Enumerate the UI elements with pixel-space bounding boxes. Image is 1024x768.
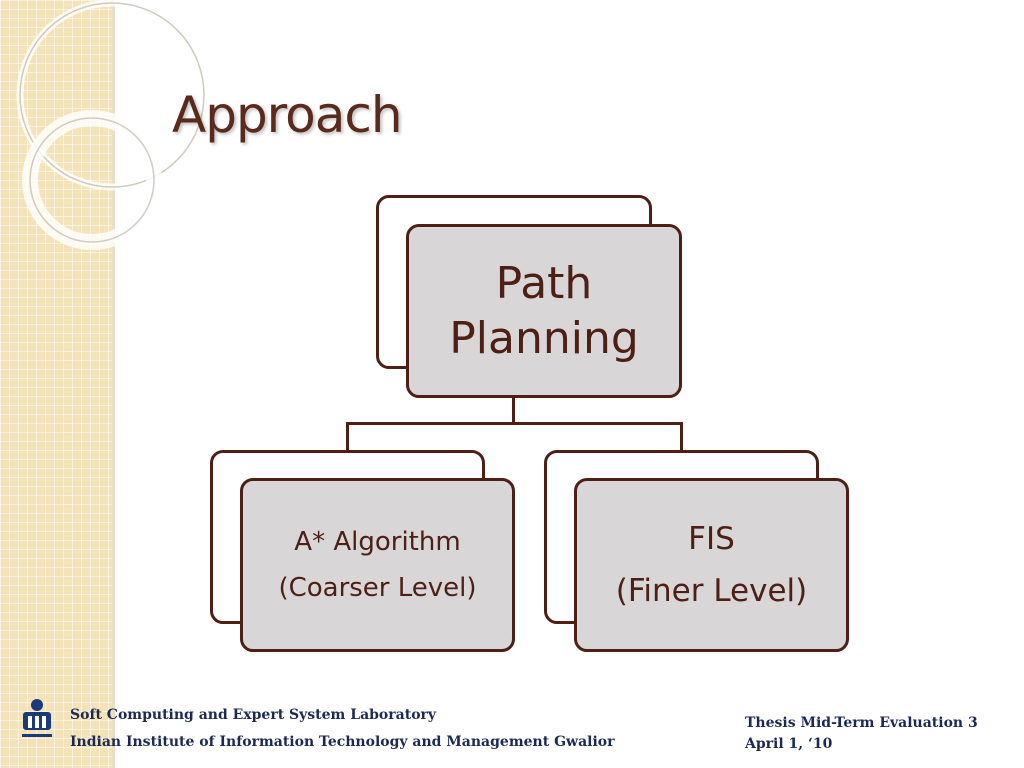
child-fis-line-2: (Finer Level) <box>615 573 808 609</box>
footer-event: Thesis Mid-Term Evaluation 3 <box>745 715 978 731</box>
footer-date: April 1, ‘10 <box>745 736 833 752</box>
connector-left-down <box>346 422 349 451</box>
child-node-a-star: A* Algorithm (Coarser Level) <box>240 478 515 652</box>
connector-right-down <box>680 422 683 451</box>
decorative-side-band <box>0 0 112 768</box>
footer-lab: Soft Computing and Expert System Laborat… <box>70 707 437 723</box>
child-node-fis: FIS (Finer Level) <box>574 478 849 652</box>
connector-root-down <box>512 398 515 424</box>
footer-institute: Indian Institute of Information Technolo… <box>70 734 615 750</box>
child-a-star-line-1: A* Algorithm <box>294 527 461 557</box>
slide-title: Approach <box>172 86 403 144</box>
root-node-line-1: Path <box>495 258 593 309</box>
root-node-line-2: Planning <box>449 313 639 364</box>
child-a-star-line-2: (Coarser Level) <box>278 573 477 603</box>
band-edge <box>112 0 115 768</box>
child-fis-line-1: FIS <box>688 521 735 557</box>
connector-horizontal <box>346 422 683 425</box>
institute-logo-icon <box>22 699 52 737</box>
root-node-path-planning: Path Planning <box>406 224 682 398</box>
